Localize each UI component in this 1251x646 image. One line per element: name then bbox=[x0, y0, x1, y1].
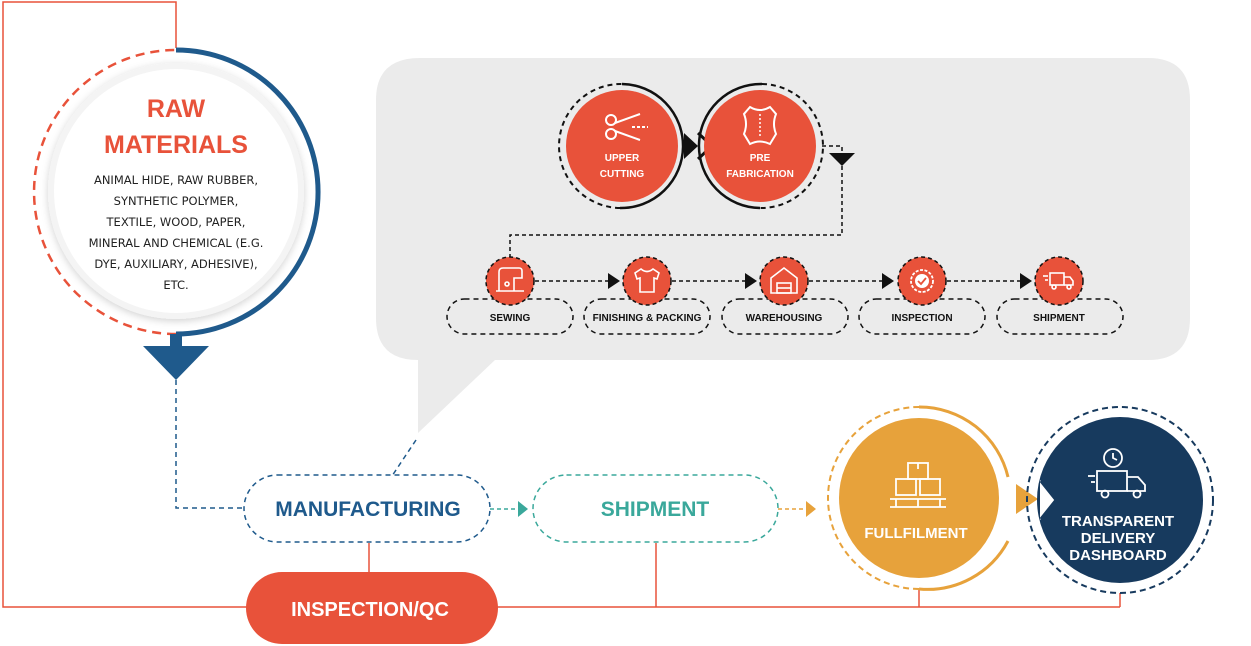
dashboard-node: TRANSPARENT DELIVERY DASHBOARD bbox=[1026, 406, 1214, 594]
sewing-machine-icon bbox=[496, 267, 524, 292]
pre-fabrication-label-line2: FABRICATION bbox=[726, 169, 794, 180]
warehouse-icon bbox=[770, 266, 798, 294]
raw-materials-item: MINERAL AND CHEMICAL (E.G. bbox=[89, 236, 264, 250]
truck-clock-icon bbox=[1088, 448, 1146, 499]
dashboard-label-line2: DELIVERY bbox=[1081, 530, 1155, 547]
raw-to-manufacturing-connector bbox=[175, 380, 243, 509]
pre-fabrication-label-line1: PRE bbox=[750, 153, 771, 164]
step-inspection: INSPECTION bbox=[858, 256, 986, 335]
fulfilment-node: FULLFILMENT bbox=[827, 405, 1010, 591]
arrow-right-icon bbox=[882, 273, 894, 289]
arrow-right-icon bbox=[745, 273, 757, 289]
arrow-right-icon bbox=[806, 501, 816, 517]
raw-materials-item: SYNTHETIC POLYMER, bbox=[114, 194, 239, 208]
arrow-right-icon bbox=[608, 273, 620, 289]
manufacturing-node: MANUFACTURING bbox=[243, 474, 491, 543]
raw-materials-arrow-icon bbox=[143, 346, 209, 380]
step-upper-cutting: UPPER CUTTING bbox=[558, 82, 685, 210]
raw-materials-item: ANIMAL HIDE, RAW RUBBER, bbox=[94, 173, 258, 187]
step-sewing: SEWING bbox=[446, 256, 574, 335]
raw-materials-title-line2: MATERIALS bbox=[104, 131, 248, 159]
raw-materials-title-line1: RAW bbox=[147, 95, 206, 123]
raw-materials-list: ANIMAL HIDE, RAW RUBBER, SYNTHETIC POLYME… bbox=[89, 173, 264, 292]
boxes-on-pallet-icon bbox=[890, 462, 946, 508]
arrow-right-icon bbox=[1020, 273, 1032, 289]
step-shipment: SHIPMENT bbox=[996, 256, 1124, 335]
raw-materials-item: ETC. bbox=[163, 278, 188, 292]
step-finishing-packing: FINISHING & PACKING bbox=[583, 256, 711, 335]
raw-materials-node: RAW MATERIALS ANIMAL HIDE, RAW RUBBER, SY… bbox=[32, 47, 321, 380]
pre-fab-down-arrow-icon bbox=[829, 153, 855, 166]
shipment-step-label: SHIPMENT bbox=[1033, 313, 1085, 324]
check-badge-icon bbox=[910, 269, 934, 293]
bottom-process-steps: SEWING FINISHING & PACKING WAREHOUSING bbox=[446, 256, 1124, 335]
shipment-label: SHIPMENT bbox=[601, 498, 710, 521]
inspection-qc-node: INSPECTION/QC bbox=[246, 572, 498, 644]
finishing-packing-label: FINISHING & PACKING bbox=[593, 313, 702, 324]
raw-materials-item: DYE, AUXILIARY, ADHESIVE), bbox=[94, 257, 257, 271]
manufacturing-label: MANUFACTURING bbox=[275, 498, 460, 521]
dashboard-label-line1: TRANSPARENT bbox=[1062, 513, 1174, 530]
step-warehousing: WAREHOUSING bbox=[721, 256, 849, 335]
shipment-node: SHIPMENT bbox=[532, 474, 779, 543]
upper-cutting-label-line2: CUTTING bbox=[600, 169, 645, 180]
dashboard-label-line3: DASHBOARD bbox=[1069, 547, 1167, 564]
inspection-qc-label: INSPECTION/QC bbox=[291, 599, 449, 621]
step-pre-fabrication: PRE FABRICATION bbox=[697, 82, 824, 210]
qc-feedback-lines bbox=[2, 1, 1121, 608]
tshirt-icon bbox=[634, 268, 660, 293]
warehousing-label: WAREHOUSING bbox=[746, 313, 823, 324]
delivery-truck-icon bbox=[1043, 272, 1074, 290]
top-process-steps: UPPER CUTTING PRE FABRICATION bbox=[509, 82, 855, 258]
arrow-right-icon bbox=[518, 501, 528, 517]
upper-to-pre-arrow-icon bbox=[684, 133, 698, 159]
raw-materials-item: TEXTILE, WOOD, PAPER, bbox=[106, 215, 246, 229]
sewing-label: SEWING bbox=[490, 313, 531, 324]
scissors-icon bbox=[605, 113, 648, 141]
inspection-label: INSPECTION bbox=[891, 313, 952, 324]
fulfilment-label: FULLFILMENT bbox=[864, 525, 967, 542]
leather-hide-icon bbox=[742, 105, 778, 146]
upper-cutting-label-line1: UPPER bbox=[605, 153, 640, 164]
